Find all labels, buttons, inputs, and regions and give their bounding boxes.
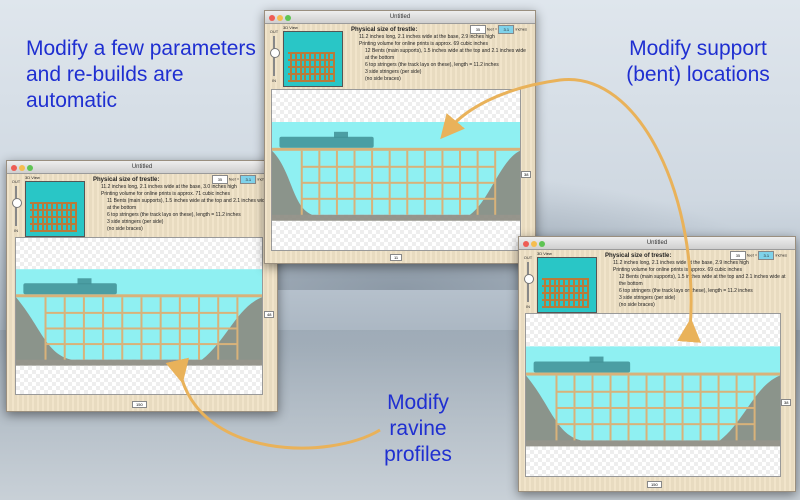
- trestle-drawing: [272, 122, 520, 221]
- slider-knob[interactable]: [524, 274, 534, 284]
- physical-heading: Physical size of trestle:: [93, 177, 160, 183]
- braces-line: (no side braces): [107, 226, 143, 232]
- page-number: 11: [390, 254, 403, 261]
- size-line: 11.2 inches long, 2.1 inches wide at the…: [613, 260, 749, 266]
- trestle-canvas[interactable]: [15, 237, 263, 395]
- bents-line: 12 Bents (main supports), 1.5 inches wid…: [619, 274, 786, 287]
- side-stringer: [556, 423, 755, 426]
- size-line: 11.2 inches long, 2.1 inches wide at the…: [359, 34, 495, 40]
- scale-controls: 35 feet = 3.1 inches: [211, 175, 269, 184]
- side-stringer: [556, 406, 755, 409]
- height-dimension: 48: [264, 311, 275, 318]
- scale-field[interactable]: 35: [211, 175, 228, 184]
- 3d-view-preview[interactable]: [283, 31, 343, 87]
- window-titlebar: Untitled: [7, 161, 277, 174]
- trestle-deck: [16, 294, 262, 298]
- size-line: 11.2 inches long, 2.1 inches wide at the…: [101, 184, 237, 190]
- caption-ravine-profiles: Modify ravine profiles: [384, 391, 452, 466]
- trestle-canvas[interactable]: [525, 313, 781, 477]
- zoom-slider[interactable]: OUT IN: [523, 255, 534, 309]
- trestle-deck: [526, 372, 780, 376]
- caption-parameters: Modify a few parameters and re-builds ar…: [26, 37, 256, 112]
- view-label: 3D View: [25, 175, 40, 180]
- side-stringer: [45, 327, 238, 330]
- scale-controls: 35 feet = 3.1 inches: [469, 25, 527, 34]
- train-locomotive: [23, 283, 117, 295]
- side-stringer: [45, 343, 238, 346]
- bents-line: 12 Bents (main supports), 1.5 inches wid…: [365, 48, 526, 61]
- trestle-canvas[interactable]: [271, 89, 521, 251]
- page-number: 150: [647, 481, 662, 488]
- window-title: Untitled: [131, 164, 153, 170]
- slider-knob[interactable]: [12, 198, 22, 208]
- physical-heading: Physical size of trestle:: [351, 27, 418, 33]
- close-icon[interactable]: [11, 165, 17, 171]
- trestle-info: Physical size of trestle: 11.2 inches lo…: [351, 27, 529, 83]
- volume-line: Printing volume for online prints is app…: [613, 267, 742, 273]
- window-titlebar: Untitled: [519, 237, 795, 250]
- app-window-right: Untitled OUT IN 3D View Physical size of…: [518, 236, 796, 492]
- page-number: 150: [132, 401, 147, 408]
- side-stringer: [556, 390, 755, 393]
- actual-field[interactable]: 3.1: [240, 175, 257, 184]
- zoom-slider[interactable]: OUT IN: [269, 29, 280, 83]
- zoom-icon[interactable]: [539, 241, 545, 247]
- train-cab: [77, 278, 92, 285]
- zoom-icon[interactable]: [27, 165, 33, 171]
- close-icon[interactable]: [269, 15, 275, 21]
- caption-bent-locations: Modify support (bent) locations: [626, 37, 770, 86]
- stringers-line: 6 top stringers (the track lays on these…: [107, 212, 241, 218]
- stringers-line: 6 top stringers (the track lays on these…: [619, 288, 753, 294]
- side-stringer: [301, 165, 496, 168]
- side-stringer: [45, 311, 238, 314]
- trestle-info: Physical size of trestle: 11.2 inches lo…: [605, 253, 789, 309]
- trestle-drawing: [526, 346, 780, 447]
- volume-line: Printing volume for online prints is app…: [359, 41, 488, 47]
- scale-field[interactable]: 35: [469, 25, 486, 34]
- side-stringer: [301, 181, 496, 184]
- app-window-left: Untitled OUT IN 3D View Physical size of…: [6, 160, 278, 412]
- 3d-view-preview[interactable]: [537, 257, 597, 313]
- trestle-bent: [555, 375, 558, 441]
- view-label: 3D View: [283, 25, 298, 30]
- stringers-line: 6 top stringers (the track lays on these…: [365, 62, 499, 68]
- volume-line: Printing volume for online prints is app…: [101, 191, 230, 197]
- scale-controls: 35 feet = 3.1 inches: [729, 251, 787, 260]
- train-locomotive: [279, 136, 374, 148]
- train-cab: [589, 356, 604, 363]
- scale-field[interactable]: 35: [729, 251, 746, 260]
- side-line: 3 side stringers (per side): [619, 295, 676, 301]
- braces-line: (no side braces): [365, 76, 401, 82]
- height-dimension: 38: [781, 399, 792, 406]
- zoom-icon[interactable]: [285, 15, 291, 21]
- window-title: Untitled: [389, 14, 411, 20]
- window-titlebar: Untitled: [265, 11, 535, 24]
- train-cab: [334, 131, 348, 138]
- actual-field[interactable]: 3.1: [758, 251, 775, 260]
- close-icon[interactable]: [523, 241, 529, 247]
- minimize-icon[interactable]: [19, 165, 25, 171]
- minimize-icon[interactable]: [277, 15, 283, 21]
- braces-line: (no side braces): [619, 302, 655, 308]
- train-locomotive: [533, 361, 631, 373]
- minimize-icon[interactable]: [531, 241, 537, 247]
- trestle-drawing: [16, 269, 262, 366]
- trestle-info: Physical size of trestle: 11.2 inches lo…: [93, 177, 271, 233]
- bents-line: 11 Bents (main supports), 1.5 inches wid…: [107, 198, 268, 211]
- zoom-slider[interactable]: OUT IN: [11, 179, 22, 233]
- actual-field[interactable]: 3.1: [498, 25, 515, 34]
- window-title: Untitled: [646, 240, 668, 246]
- view-label: 3D View: [537, 251, 552, 256]
- side-line: 3 side stringers (per side): [107, 219, 164, 225]
- app-window-top: Untitled OUT IN 3D View Physical size of…: [264, 10, 536, 264]
- trestle-deck: [272, 147, 520, 151]
- side-stringer: [301, 197, 496, 200]
- height-dimension: 38: [521, 171, 532, 178]
- slider-knob[interactable]: [270, 48, 280, 58]
- side-line: 3 side stringers (per side): [365, 69, 422, 75]
- 3d-view-preview[interactable]: [25, 181, 85, 237]
